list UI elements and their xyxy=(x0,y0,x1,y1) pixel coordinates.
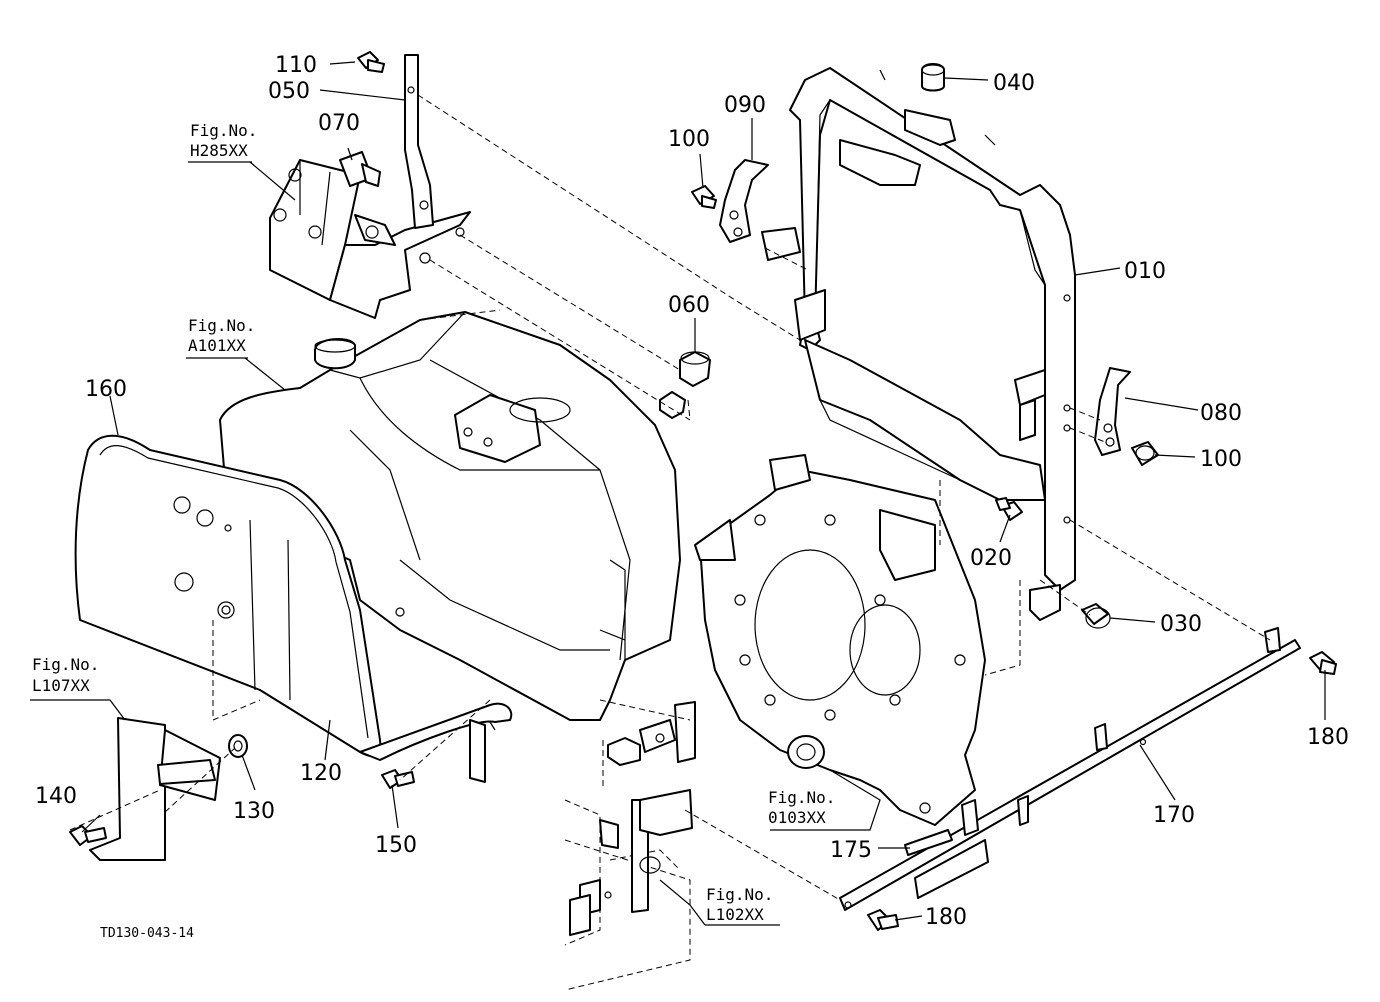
svg-text:Fig.No.: Fig.No. xyxy=(706,885,773,904)
callout-130: 130 xyxy=(233,799,275,824)
callout-030: 030 xyxy=(1160,612,1202,637)
assembly-lines xyxy=(69,94,1271,901)
diagram-code: TD130-043-14 xyxy=(100,926,194,941)
figure-references: Fig.No. H285XX Fig.No. A101XX Fig.No. L1… xyxy=(32,121,835,924)
fuel-tank xyxy=(219,311,681,721)
plate-175 xyxy=(904,829,953,856)
bolt-110 xyxy=(357,51,385,73)
bolt-180-a xyxy=(1309,651,1337,675)
bar-170 xyxy=(839,627,1301,911)
strap-120 xyxy=(359,702,513,783)
callout-150: 150 xyxy=(375,833,417,858)
callout-110: 110 xyxy=(275,53,317,78)
bracket-l107 xyxy=(89,717,221,861)
callout-080: 080 xyxy=(1200,401,1242,426)
callout-040: 040 xyxy=(993,71,1035,96)
bracket-050 xyxy=(404,54,434,229)
svg-text:Fig.No.: Fig.No. xyxy=(768,788,835,807)
bracket-090 xyxy=(719,159,801,261)
callout-090: 090 xyxy=(724,93,766,118)
callout-175: 175 xyxy=(830,838,872,863)
svg-text:H285XX: H285XX xyxy=(190,141,248,160)
flywheel-housing xyxy=(694,454,986,826)
fig-ref-l107: Fig.No. L107XX xyxy=(32,655,99,695)
callout-120: 120 xyxy=(300,761,342,786)
bracket-080 xyxy=(1094,367,1131,456)
callout-labels: 110 050 070 160 060 100 090 040 010 080 … xyxy=(35,53,1349,930)
svg-text:A101XX: A101XX xyxy=(188,336,246,355)
svg-text:Fig.No.: Fig.No. xyxy=(190,121,257,140)
svg-text:L107XX: L107XX xyxy=(32,676,90,695)
callout-070: 070 xyxy=(318,111,360,136)
cap-040 xyxy=(921,63,945,92)
washer-130 xyxy=(228,734,248,758)
callout-140: 140 xyxy=(35,784,77,809)
tank-connector xyxy=(607,701,696,766)
callout-180-bottom: 180 xyxy=(925,905,967,930)
bolt-030 xyxy=(1081,603,1111,629)
frame-010 xyxy=(789,67,1076,621)
callout-100-top: 100 xyxy=(668,127,710,152)
fitting-070 xyxy=(339,151,381,187)
callout-050: 050 xyxy=(268,79,310,104)
bolt-020 xyxy=(995,497,1023,521)
bolt-150 xyxy=(381,769,415,789)
callout-170: 170 xyxy=(1153,803,1195,828)
svg-text:Fig.No.: Fig.No. xyxy=(32,655,99,674)
valve-block xyxy=(269,159,471,319)
fig-ref-a101: Fig.No. A101XX xyxy=(186,316,255,359)
callout-060: 060 xyxy=(668,293,710,318)
callout-180-right: 180 xyxy=(1307,725,1349,750)
svg-text:L102XX: L102XX xyxy=(706,905,764,924)
bolt-100-a xyxy=(691,185,717,209)
fig-ref-h285: Fig.No. H285XX xyxy=(188,121,257,163)
callout-010: 010 xyxy=(1124,259,1166,284)
fig-ref-l102: Fig.No. L102XX xyxy=(706,885,773,924)
spacer-060 xyxy=(659,351,711,419)
callout-020: 020 xyxy=(970,546,1012,571)
bolt-180-b xyxy=(867,909,899,931)
tank-cover-160 xyxy=(74,434,382,757)
callout-160: 160 xyxy=(85,377,127,402)
lower-frame-l102 xyxy=(564,789,693,991)
svg-text:0103XX: 0103XX xyxy=(768,808,826,827)
svg-text:Fig.No.: Fig.No. xyxy=(188,316,255,335)
fig-ref-0103: Fig.No. 0103XX xyxy=(768,788,835,827)
callout-100-right: 100 xyxy=(1200,447,1242,472)
leader-lines xyxy=(30,61,1326,926)
bolt-100-b xyxy=(1131,441,1159,466)
bolt-140 xyxy=(69,825,107,846)
fitting-elbow xyxy=(354,214,396,246)
